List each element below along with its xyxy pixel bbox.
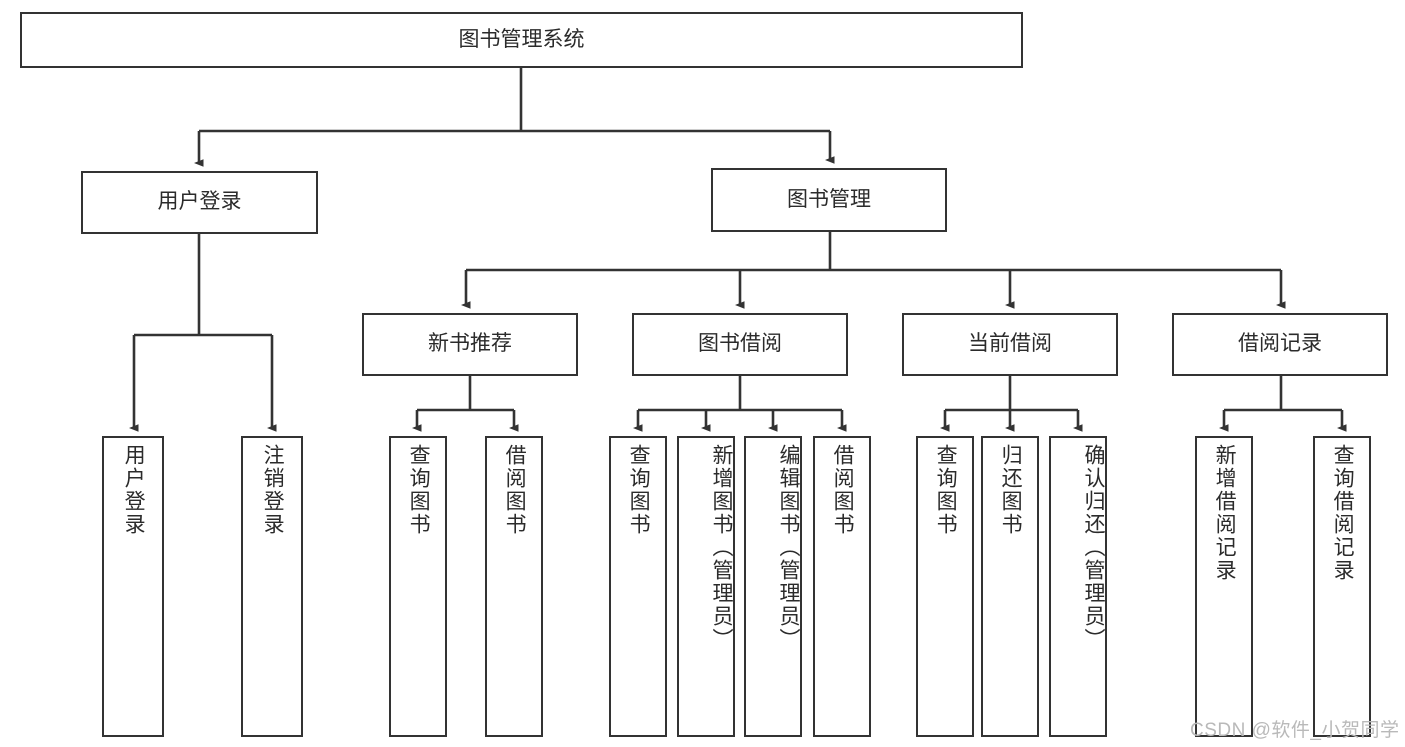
leaf-book-borrow-edit[interactable]: 编辑图书（管理员）: [744, 436, 802, 737]
leaf-user-login-login[interactable]: 用户登录: [102, 436, 164, 737]
leaf-borrow-record-add[interactable]: 新增借阅记录: [1195, 436, 1253, 737]
leaf-book-borrow-add[interactable]: 新增图书（管理员）: [677, 436, 735, 737]
csdn-watermark: CSDN @软件_小贺同学: [1190, 720, 1400, 741]
leaf-book-borrow-query[interactable]: 查询图书: [609, 436, 667, 737]
node-label: 图书借阅: [698, 332, 782, 356]
node-current-borrow[interactable]: 当前借阅: [902, 313, 1118, 376]
leaf-current-borrow-return[interactable]: 归还图书: [981, 436, 1039, 737]
leaf-user-login-logout[interactable]: 注销登录: [241, 436, 303, 737]
node-label: 归还图书: [999, 444, 1023, 536]
node-label: 查询图书: [407, 444, 431, 536]
node-label: 借阅记录: [1238, 332, 1322, 356]
leaf-borrow-record-query[interactable]: 查询借阅记录: [1313, 436, 1371, 737]
node-label: 查询图书: [934, 444, 958, 536]
leaf-current-borrow-query[interactable]: 查询图书: [916, 436, 974, 737]
node-label: 借阅图书: [503, 444, 527, 536]
node-label: 查询借阅记录: [1331, 444, 1355, 582]
node-label: 新增借阅记录: [1213, 444, 1237, 582]
node-label: 确认归还（管理员）: [1082, 444, 1105, 651]
node-borrow-record[interactable]: 借阅记录: [1172, 313, 1388, 376]
node-label: 图书管理系统: [458, 27, 585, 51]
node-book-management[interactable]: 图书管理: [711, 168, 947, 232]
node-label: 当前借阅: [968, 332, 1052, 356]
leaf-new-book-borrow[interactable]: 借阅图书: [485, 436, 543, 737]
node-label: 借阅图书: [831, 444, 855, 536]
node-book-borrow[interactable]: 图书借阅: [632, 313, 848, 376]
node-label: 新增图书（管理员）: [710, 444, 733, 651]
node-new-book-recommend[interactable]: 新书推荐: [362, 313, 578, 376]
node-label: 用户登录: [122, 444, 146, 536]
node-label: 图书管理: [787, 187, 871, 211]
leaf-new-book-query[interactable]: 查询图书: [389, 436, 447, 737]
node-label: 注销登录: [261, 444, 285, 536]
node-label: 查询图书: [627, 444, 651, 536]
node-label: 新书推荐: [428, 332, 512, 356]
node-user-login[interactable]: 用户登录: [81, 171, 318, 234]
node-label: 编辑图书（管理员）: [777, 444, 800, 651]
node-book-management-system[interactable]: 图书管理系统: [20, 12, 1023, 68]
node-label: 用户登录: [157, 190, 242, 214]
leaf-current-borrow-confirm-return[interactable]: 确认归还（管理员）: [1049, 436, 1107, 737]
leaf-book-borrow-borrow[interactable]: 借阅图书: [813, 436, 871, 737]
